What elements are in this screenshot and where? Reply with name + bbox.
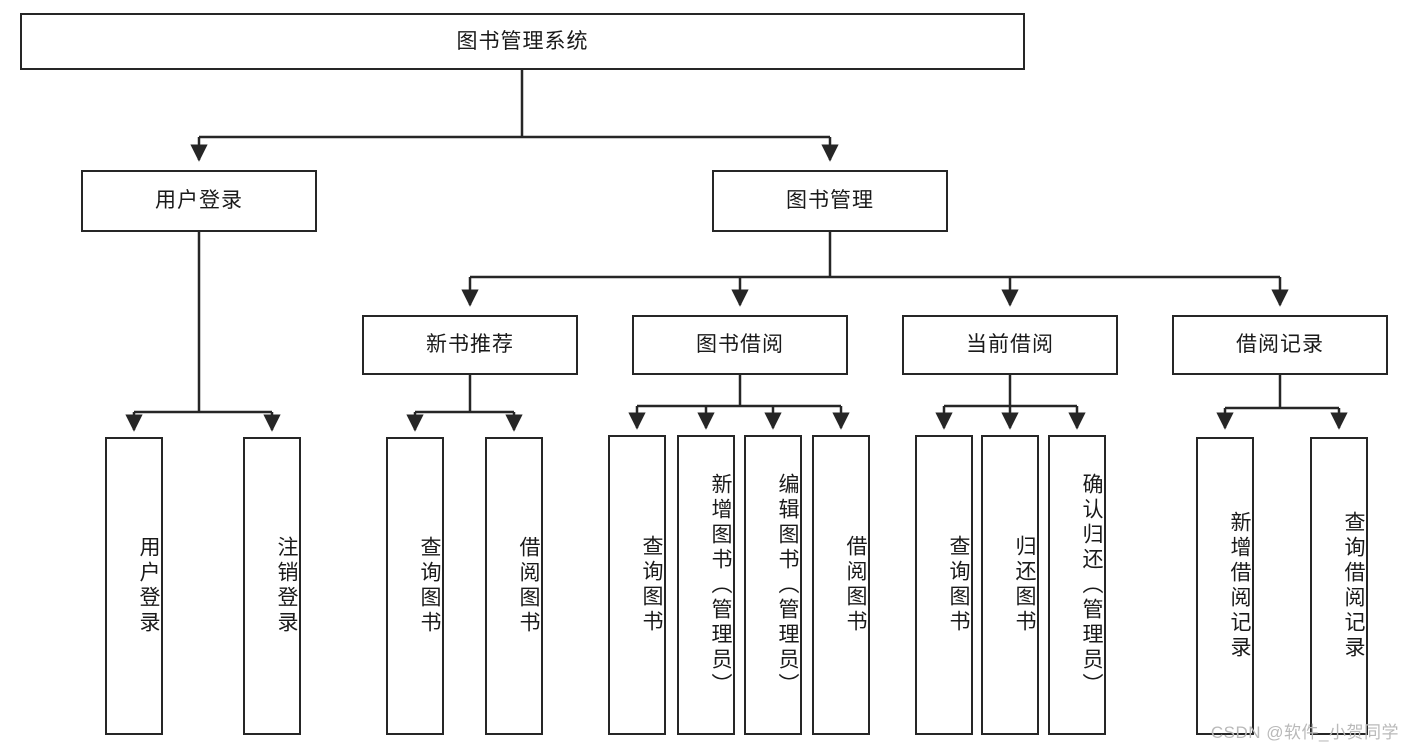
node-label: 新书推荐 (426, 333, 514, 357)
node-label: 用户登录 (155, 189, 243, 213)
node-label: 归还图书 (1013, 535, 1036, 635)
watermark-text: CSDN @软件_小贺同学 (1210, 723, 1399, 742)
node-label: 查询图书 (418, 536, 441, 636)
node-label: 查询图书 (947, 535, 970, 635)
leaf-borrow-book-recommend[interactable]: 借阅图书 (485, 437, 543, 735)
leaf-query-borrow-record[interactable]: 查询借阅记录 (1310, 437, 1368, 735)
node-label: 借阅图书 (844, 535, 867, 635)
node-label: 图书管理 (786, 189, 874, 213)
leaf-user-login[interactable]: 用户登录 (105, 437, 163, 735)
node-label: 图书管理系统 (456, 29, 589, 53)
node-book-borrowing[interactable]: 图书借阅 (632, 315, 848, 375)
leaf-query-book-current[interactable]: 查询图书 (915, 435, 973, 735)
node-new-book-recommendation[interactable]: 新书推荐 (362, 315, 578, 375)
node-label: 新增借阅记录 (1228, 511, 1251, 661)
leaf-add-book-admin[interactable]: 新增图书（管理员） (677, 435, 735, 735)
leaf-query-book-borrowing[interactable]: 查询图书 (608, 435, 666, 735)
node-label: 查询借阅记录 (1342, 511, 1365, 661)
node-borrow-records[interactable]: 借阅记录 (1172, 315, 1388, 375)
node-label: 确认归还（管理员） (1080, 472, 1103, 698)
leaf-return-book[interactable]: 归还图书 (981, 435, 1039, 735)
node-label: 注销登录 (275, 536, 298, 636)
leaf-edit-book-admin[interactable]: 编辑图书（管理员） (744, 435, 802, 735)
node-current-borrowing[interactable]: 当前借阅 (902, 315, 1118, 375)
node-label: 用户登录 (137, 536, 160, 636)
node-label: 查询图书 (640, 535, 663, 635)
node-user-login[interactable]: 用户登录 (81, 170, 317, 232)
leaf-borrow-book-borrowing[interactable]: 借阅图书 (812, 435, 870, 735)
leaf-confirm-return-admin[interactable]: 确认归还（管理员） (1048, 435, 1106, 735)
node-root-system[interactable]: 图书管理系统 (20, 13, 1025, 70)
node-label: 借阅记录 (1236, 333, 1324, 357)
node-label: 当前借阅 (966, 333, 1054, 357)
node-label: 借阅图书 (517, 536, 540, 636)
node-book-management[interactable]: 图书管理 (712, 170, 948, 232)
leaf-query-book-recommend[interactable]: 查询图书 (386, 437, 444, 735)
leaf-add-borrow-record[interactable]: 新增借阅记录 (1196, 437, 1254, 735)
node-label: 图书借阅 (696, 333, 784, 357)
leaf-logout[interactable]: 注销登录 (243, 437, 301, 735)
node-label: 编辑图书（管理员） (776, 472, 799, 698)
node-label: 新增图书（管理员） (709, 472, 732, 698)
